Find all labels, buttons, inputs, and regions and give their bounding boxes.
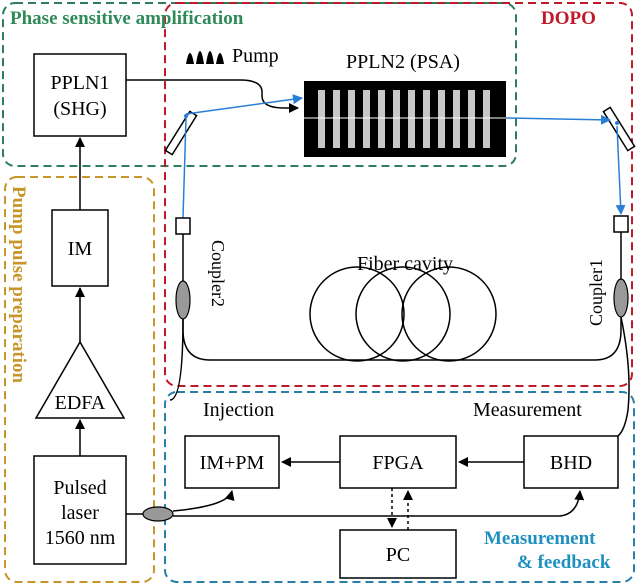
psa-region-title: Phase sensitive amplification xyxy=(10,8,244,29)
pump-line xyxy=(126,79,299,113)
laser-label-2: laser xyxy=(61,502,99,524)
edfa-triangle xyxy=(34,340,126,419)
laser-label-3: 1560 nm xyxy=(45,527,116,549)
measurement-label: Measurement xyxy=(473,399,582,421)
im-pm-box xyxy=(184,435,280,489)
measurement-line xyxy=(617,316,630,437)
right-collimator xyxy=(613,215,629,233)
pc-box xyxy=(339,529,457,579)
im-label: IM xyxy=(68,238,93,260)
pc-label: PC xyxy=(386,544,410,566)
measurement-region-title-2: & feedback xyxy=(517,552,611,573)
measurement-region xyxy=(164,391,635,583)
injection-line xyxy=(169,318,184,401)
fiber-coil-1 xyxy=(309,266,405,362)
ppln2-domains xyxy=(318,90,490,148)
pump-prep-region xyxy=(4,176,155,583)
fpga-label: FPGA xyxy=(372,452,424,474)
psa-region xyxy=(2,2,517,167)
edfa-label: EDFA xyxy=(55,392,106,414)
injection-label: Injection xyxy=(203,399,274,421)
left-mirror xyxy=(164,110,198,156)
fiber-loop xyxy=(182,232,622,361)
laser-to-impm xyxy=(172,490,235,512)
ppln1-label-2: (SHG) xyxy=(53,98,106,120)
dopo-region xyxy=(164,2,633,387)
coupler2-label: Coupler2 xyxy=(208,240,228,307)
pump-pulse-icon xyxy=(186,51,224,64)
measurement-region-title-1: Measurement xyxy=(484,528,596,549)
fpga-box xyxy=(339,435,457,489)
left-collimator xyxy=(175,217,191,235)
ppln2-label: PPLN2 (PSA) xyxy=(346,51,460,73)
fiber-cavity-label: Fiber cavity xyxy=(357,253,453,275)
bhd-label: BHD xyxy=(550,452,592,474)
pump-prep-region-title: Pump pulse preparation xyxy=(8,186,29,384)
pulsed-laser-box xyxy=(33,455,127,565)
beam-point-left xyxy=(184,114,188,118)
coupler1-label: Coupler1 xyxy=(586,259,606,326)
beam-path xyxy=(182,94,626,219)
bhd-box xyxy=(523,435,619,489)
im-box xyxy=(51,209,109,287)
ppln1-label-1: PPLN1 xyxy=(51,72,110,94)
beam-point-right xyxy=(615,121,619,125)
fiber-coil-3 xyxy=(401,266,497,362)
coupler1 xyxy=(613,278,629,318)
laser-lo-to-bhd xyxy=(173,490,585,517)
laser-splitter xyxy=(142,506,174,522)
laser-label-1: Pulsed xyxy=(53,477,106,499)
im-pm-label: IM+PM xyxy=(200,452,265,474)
fiber-coil-2 xyxy=(355,266,451,362)
coupler2 xyxy=(175,280,191,320)
ppln1-box xyxy=(33,53,127,137)
right-mirror xyxy=(602,106,636,152)
pump-label: Pump xyxy=(232,45,279,67)
dopo-region-title: DOPO xyxy=(541,8,596,29)
